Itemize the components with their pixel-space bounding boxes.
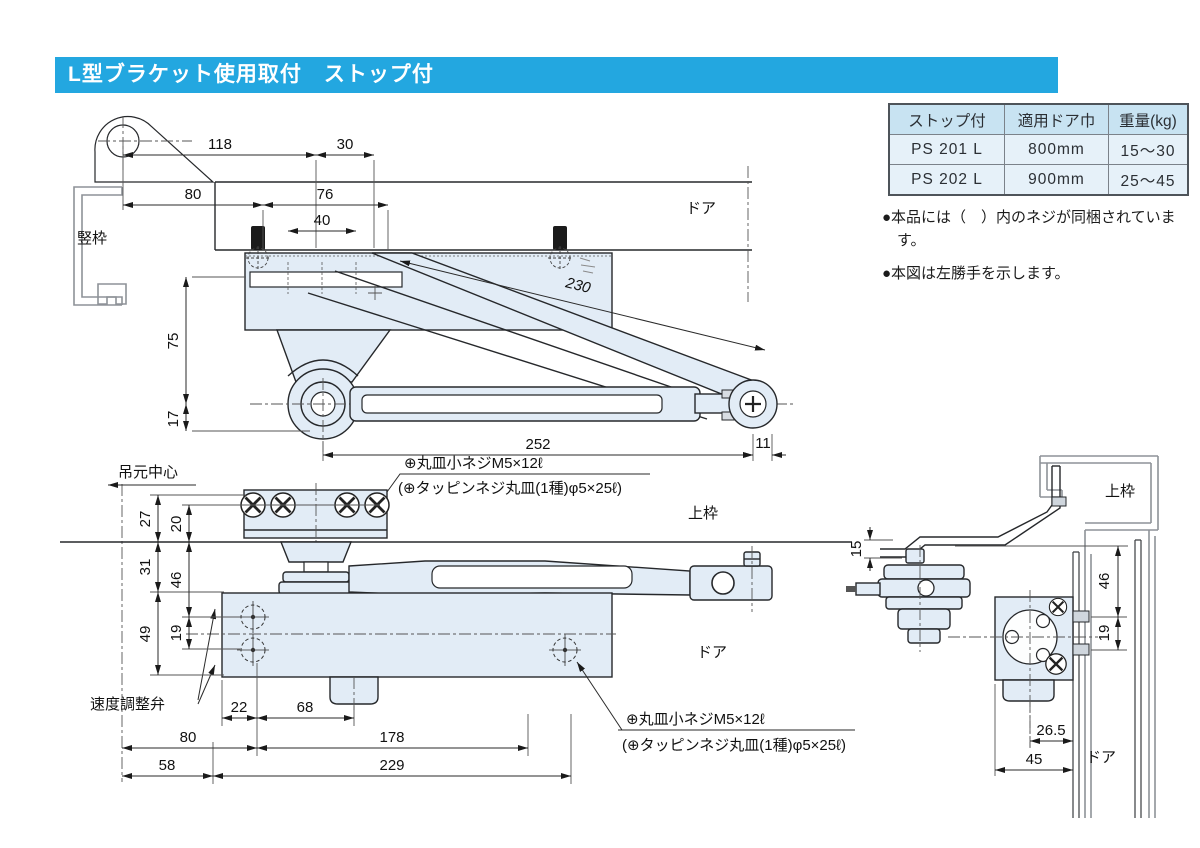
cylinder-cap <box>1002 679 1055 702</box>
spec-cell: 25〜45 <box>1108 164 1189 196</box>
door-front <box>186 592 616 712</box>
spec-row: PS 202 L 900mm 25〜45 <box>888 164 1189 196</box>
dim-46: 46 <box>1096 573 1113 590</box>
spec-cell: 900mm <box>1004 164 1109 196</box>
door-label: ドア <box>697 644 727 661</box>
top-frame-label: 上枠 <box>1105 483 1135 500</box>
dim-19: 19 <box>168 625 185 642</box>
speed-valve-label: 速度調整弁 <box>90 696 165 713</box>
door-section <box>1072 539 1142 818</box>
mount-screw-icon <box>245 225 271 271</box>
dim-17: 17 <box>165 411 182 428</box>
spec-cell: PS 202 L <box>888 164 1005 196</box>
adjust-cylinder <box>329 676 379 705</box>
side-body <box>948 590 1098 748</box>
screw-note-top: ⊕丸皿小ネジM5×12ℓ (⊕タッピンネジ丸皿(1種)φ5×25ℓ) <box>386 455 650 497</box>
dim-40: 40 <box>314 212 331 229</box>
spec-header-row: ストップ付 適用ドア巾 重量(kg) <box>888 103 1189 135</box>
front-view-drawing: 吊元中心 上枠 <box>60 455 855 784</box>
page-title-bar: L型ブラケット使用取付 ストップ付 <box>55 57 1058 93</box>
side-view-drawing: 上枠 ドア <box>846 455 1159 818</box>
spec-cell: PS 201 L <box>888 134 1005 165</box>
dim-45: 45 <box>1026 751 1043 768</box>
spec-cell: 800mm <box>1004 134 1109 165</box>
hole-cross-mark <box>368 286 382 300</box>
dim-80: 80 <box>185 186 202 203</box>
screw-note-line2: (⊕タッピンネジ丸皿(1種)φ5×25ℓ) <box>398 480 622 497</box>
side-mechanism <box>846 545 971 652</box>
dim-229: 229 <box>379 757 404 774</box>
top-frame-label: 上枠 <box>688 505 718 522</box>
screw-note-line1: ⊕丸皿小ネジM5×12ℓ <box>404 455 543 472</box>
spec-header-cell: ストップ付 <box>888 103 1005 135</box>
screw-note-line2: (⊕タッピンネジ丸皿(1種)φ5×25ℓ) <box>622 737 846 754</box>
dim-76: 76 <box>317 186 334 203</box>
dim-49: 49 <box>137 626 154 643</box>
body-screw-icon <box>1048 597 1068 617</box>
spec-table: ストップ付 適用ドア巾 重量(kg) PS 201 L 800mm 15〜30 … <box>888 103 1189 196</box>
screw-note-bottom: ⊕丸皿小ネジM5×12ℓ (⊕タッピンネジ丸皿(1種)φ5×25ℓ) <box>576 661 855 754</box>
mount-bracket <box>239 483 391 622</box>
vertical-frame-label: 竪枠 <box>77 230 107 247</box>
note-item: ●本図は左勝手を示します。 <box>882 264 1070 282</box>
l-bracket <box>94 115 215 183</box>
spec-header-cell: 適用ドア巾 <box>1004 103 1109 135</box>
dim-118: 118 <box>208 136 232 153</box>
dim-75: 75 <box>165 333 182 350</box>
dim-230: 230 <box>563 274 593 297</box>
dim-58: 58 <box>159 757 176 774</box>
side-view-dimensions: 15 46 19 26.5 45 <box>848 527 1128 776</box>
notes-block: ●本品には（ ）内のネジが同梱されています。 ●本図は左勝手を示します。 <box>882 206 1184 294</box>
page-title: L型ブラケット使用取付 ストップ付 <box>68 63 434 86</box>
body-funnel <box>275 329 392 383</box>
dim-80: 80 <box>180 729 197 746</box>
speed-valve-callout: 速度調整弁 <box>90 608 217 713</box>
dim-11: 11 <box>755 435 771 452</box>
top-view-dimensions: 118 30 80 76 40 75 17 252 11 <box>122 136 786 461</box>
door-label: ドア <box>686 200 716 217</box>
spec-header-cell: 重量(kg) <box>1108 103 1189 135</box>
front-view-left-dimensions: 27 20 31 46 49 19 <box>137 494 380 676</box>
closer-body <box>244 225 795 452</box>
top-view-drawing: 竪枠 ドア <box>73 115 795 461</box>
note-item: ●本品には（ ）内のネジが同梱されています。 <box>882 209 1176 250</box>
dim-31: 31 <box>137 559 154 576</box>
spec-row: PS 201 L 800mm 15〜30 <box>888 134 1189 165</box>
mount-plate <box>249 271 403 288</box>
spec-cell: 15〜30 <box>1108 134 1189 165</box>
hinge-center-label: 吊元中心 <box>118 464 178 481</box>
dim-252: 252 <box>525 436 550 453</box>
phillips-screw-icon <box>745 396 761 412</box>
dim-22: 22 <box>231 699 248 716</box>
dim-27: 27 <box>137 511 154 528</box>
front-view-bottom-dimensions: 22 68 80 178 58 229 <box>122 663 572 784</box>
door-label: ドア <box>1086 749 1116 766</box>
mount-screw-icon <box>547 225 573 271</box>
dim-30: 30 <box>337 136 354 153</box>
dim-19: 19 <box>1096 625 1113 642</box>
dim-15: 15 <box>848 541 865 558</box>
door-plan <box>214 166 752 302</box>
dim-26-5: 26.5 <box>1036 722 1065 739</box>
dim-68: 68 <box>297 699 314 716</box>
frame-profiles <box>1039 455 1159 818</box>
dim-178: 178 <box>379 729 404 746</box>
screw-note-line1: ⊕丸皿小ネジM5×12ℓ <box>626 711 765 728</box>
body-screw-icon <box>1044 652 1068 676</box>
dim-20: 20 <box>168 516 185 533</box>
vertical-frame-profile <box>73 186 127 306</box>
side-bracket <box>880 465 1067 558</box>
dim-46: 46 <box>168 572 185 589</box>
